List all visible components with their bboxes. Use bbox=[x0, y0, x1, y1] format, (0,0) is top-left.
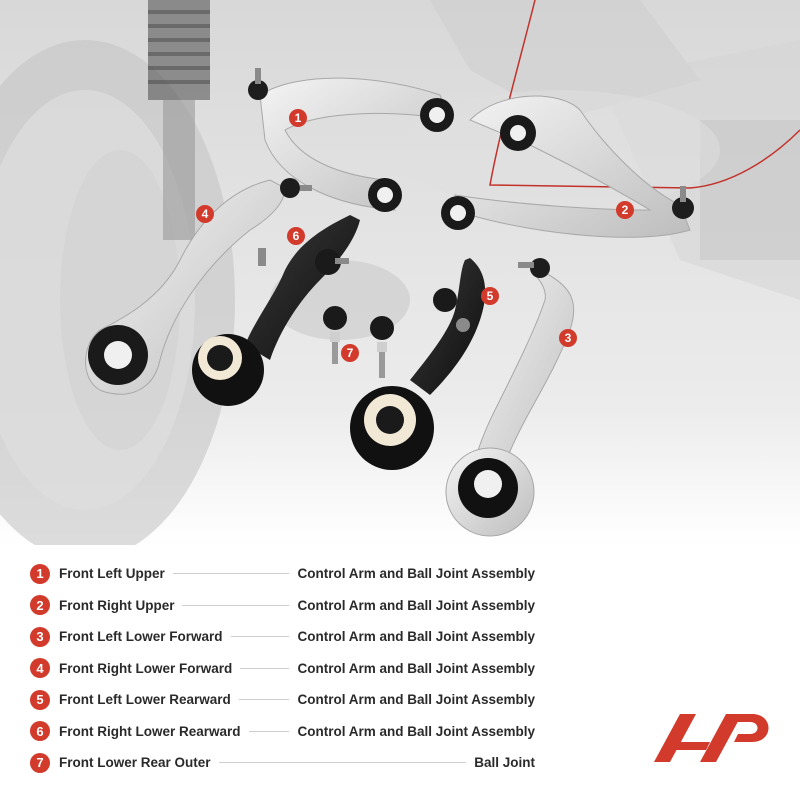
leader-line bbox=[182, 604, 290, 606]
leader-line bbox=[240, 667, 290, 669]
part-position: Front Right Lower Rearward bbox=[59, 723, 241, 739]
lower-rearward-arm-5 bbox=[350, 258, 486, 470]
svg-text:6: 6 bbox=[293, 229, 300, 243]
legend-row: 3 Front Left Lower Forward Control Arm a… bbox=[30, 621, 535, 653]
number-badge: 6 bbox=[30, 721, 50, 742]
lower-rearward-arm-6 bbox=[192, 215, 360, 406]
part-position: Front Lower Rear Outer bbox=[59, 755, 211, 771]
legend-row: 4 Front Right Lower Forward Control Arm … bbox=[30, 653, 535, 685]
svg-text:2: 2 bbox=[622, 203, 629, 217]
ball-joints-7 bbox=[323, 306, 394, 378]
legend-row: 2 Front Right Upper Control Arm and Ball… bbox=[30, 590, 535, 622]
callout-3: 3 bbox=[559, 329, 577, 347]
callout-7: 7 bbox=[341, 344, 359, 362]
svg-text:3: 3 bbox=[565, 331, 572, 345]
number-badge: 5 bbox=[30, 689, 50, 710]
part-description: Control Arm and Ball Joint Assembly bbox=[297, 566, 535, 582]
legend-row: 7 Front Lower Rear Outer Ball Joint bbox=[30, 747, 535, 779]
lower-forward-arm-3 bbox=[445, 258, 575, 537]
callout-5: 5 bbox=[481, 287, 499, 305]
a-premium-logo-icon bbox=[654, 714, 769, 762]
svg-text:7: 7 bbox=[347, 346, 354, 360]
part-description: Control Arm and Ball Joint Assembly bbox=[297, 597, 535, 613]
number-badge: 7 bbox=[30, 752, 50, 773]
part-position: Front Right Lower Forward bbox=[59, 660, 233, 676]
number-badge: 1 bbox=[30, 563, 50, 584]
part-description: Control Arm and Ball Joint Assembly bbox=[297, 692, 535, 708]
part-description: Ball Joint bbox=[474, 755, 535, 771]
callout-1: 1 bbox=[289, 109, 307, 127]
leader-line bbox=[238, 699, 290, 701]
product-photo: 1 2 3 4 5 6 7 bbox=[0, 0, 800, 545]
lower-forward-arm-4 bbox=[85, 178, 312, 395]
part-position: Front Left Lower Forward bbox=[59, 629, 223, 645]
leader-line bbox=[172, 573, 290, 575]
number-badge: 3 bbox=[30, 626, 50, 647]
part-description: Control Arm and Ball Joint Assembly bbox=[297, 660, 535, 676]
legend-row: 1 Front Left Upper Control Arm and Ball … bbox=[30, 558, 535, 590]
upper-control-arm-left bbox=[248, 68, 454, 212]
number-badge: 2 bbox=[30, 595, 50, 616]
callout-6: 6 bbox=[287, 227, 305, 245]
number-badge: 4 bbox=[30, 658, 50, 679]
leader-line bbox=[230, 636, 290, 638]
part-position: Front Left Lower Rearward bbox=[59, 692, 231, 708]
svg-text:4: 4 bbox=[202, 207, 209, 221]
callout-4: 4 bbox=[196, 205, 214, 223]
callout-2: 2 bbox=[616, 201, 634, 219]
leader-line bbox=[218, 762, 467, 764]
part-description: Control Arm and Ball Joint Assembly bbox=[297, 723, 535, 739]
upper-control-arm-right bbox=[441, 95, 694, 238]
part-description: Control Arm and Ball Joint Assembly bbox=[297, 629, 535, 645]
part-position: Front Right Upper bbox=[59, 597, 175, 613]
part-position: Front Left Upper bbox=[59, 566, 165, 582]
leader-line bbox=[248, 730, 290, 732]
accent-line bbox=[489, 0, 800, 189]
svg-text:5: 5 bbox=[487, 289, 494, 303]
parts-legend: 1 Front Left Upper Control Arm and Ball … bbox=[30, 558, 535, 779]
svg-text:1: 1 bbox=[295, 111, 302, 125]
legend-row: 5 Front Left Lower Rearward Control Arm … bbox=[30, 684, 535, 716]
legend-row: 6 Front Right Lower Rearward Control Arm… bbox=[30, 716, 535, 748]
